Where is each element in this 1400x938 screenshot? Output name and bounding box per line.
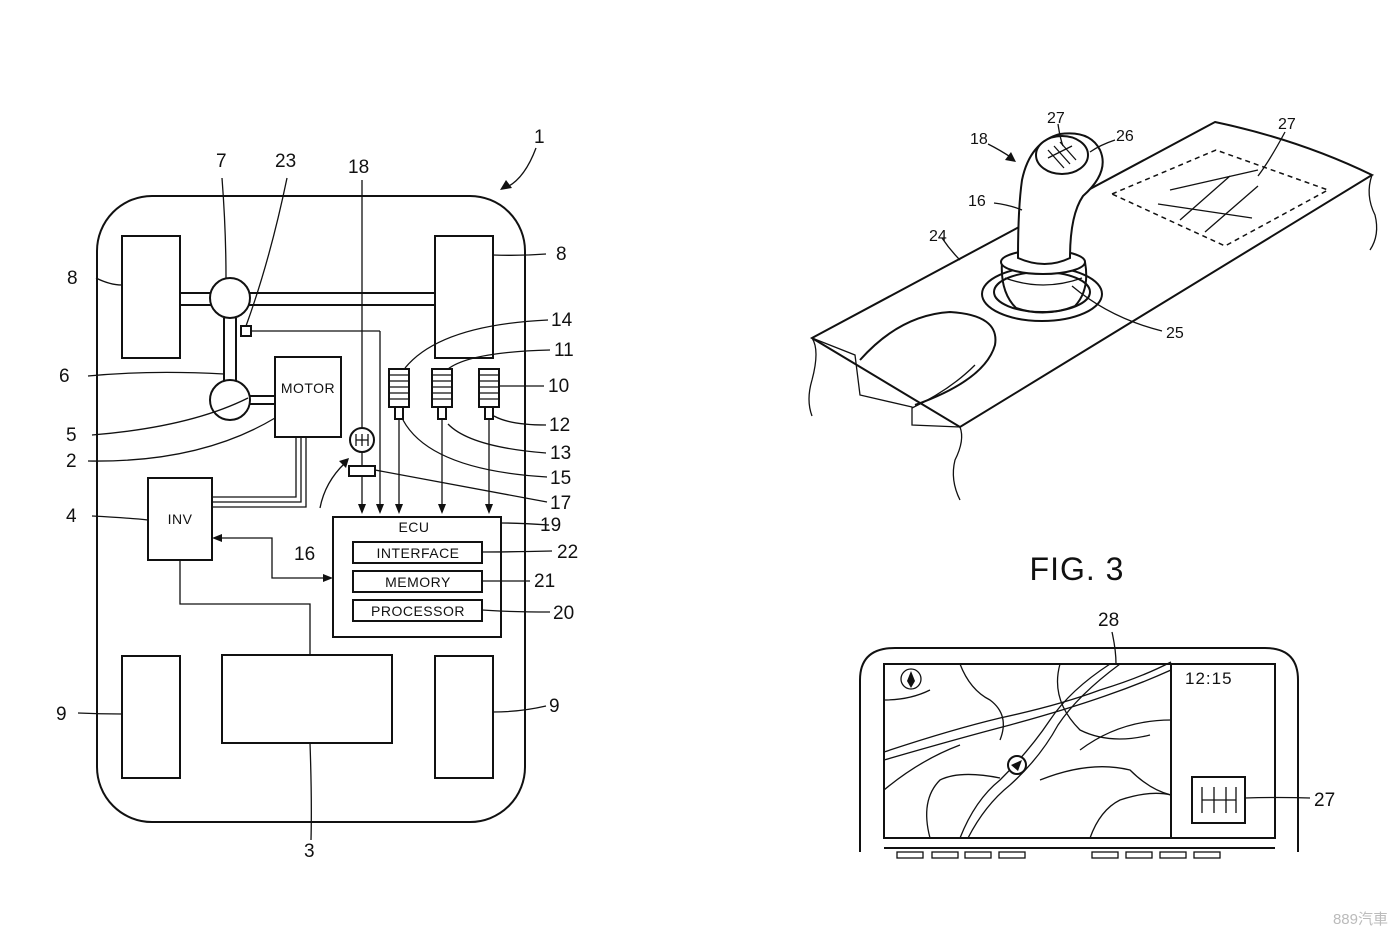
processor-label: PROCESSOR: [371, 603, 465, 619]
ref-4: 4: [66, 506, 77, 527]
soft-key[interactable]: [896, 851, 924, 859]
ref-14: 14: [551, 310, 573, 331]
fig1-ref-27-pattern: 27: [1278, 116, 1296, 133]
soft-key[interactable]: [931, 851, 959, 859]
ref-21: 21: [534, 571, 555, 592]
ref-17: 17: [550, 493, 571, 514]
battery-box: [221, 654, 393, 744]
fig1-ref-26: 26: [1116, 128, 1134, 145]
ref-11: 11: [554, 340, 574, 361]
ref-9-left: 9: [56, 704, 67, 725]
ref-12: 12: [549, 415, 570, 436]
ref-1: 1: [534, 127, 545, 148]
soft-key[interactable]: [1159, 851, 1187, 859]
figure-3-title: FIG. 3: [1030, 551, 1125, 587]
ref-13: 13: [550, 443, 571, 464]
fig1-ref-24: 24: [929, 228, 947, 245]
wheel-front-left: [121, 235, 181, 359]
ref-18: 18: [348, 157, 369, 178]
soft-key[interactable]: [1091, 851, 1119, 859]
pedal-sensor-11: [431, 368, 453, 514]
fig1-ref-16: 16: [968, 193, 986, 210]
site-watermark: 889汽車: [1333, 911, 1388, 928]
projected-shift-pattern-area: [1110, 149, 1330, 247]
vehicle-schematic: MOTOR INV: [56, 127, 578, 862]
fig1-ref-18: 18: [970, 131, 988, 148]
fig3-ref-27: 27: [1314, 790, 1335, 811]
ref-8-right: 8: [556, 244, 567, 265]
ref-16: 16: [294, 544, 315, 565]
motor-label: MOTOR: [281, 380, 335, 396]
display-soft-keys: [896, 851, 1221, 859]
inverter-box: [147, 477, 213, 561]
inverter-label: INV: [168, 511, 193, 527]
interface-label: INTERFACE: [376, 545, 459, 561]
ref-6: 6: [59, 366, 70, 387]
motor-box: [274, 356, 342, 438]
compass-icon[interactable]: [900, 668, 922, 690]
soft-key[interactable]: [998, 851, 1026, 859]
soft-key[interactable]: [1193, 851, 1221, 859]
console-perspective-drawing: 18 27 26 27 16 24 25: [808, 110, 1378, 501]
wheel-rear-left: [121, 655, 181, 779]
ref-9-right: 9: [549, 696, 560, 717]
ref-5: 5: [66, 425, 77, 446]
soft-key[interactable]: [1125, 851, 1153, 859]
pedal-sensor-10: [478, 368, 500, 514]
cup-holder: [859, 310, 997, 406]
rotation-sensor: [240, 325, 252, 337]
ref-22: 22: [557, 542, 578, 563]
ref-8-left: 8: [67, 268, 78, 289]
shift-position-sensor: [348, 465, 376, 477]
ref-7: 7: [216, 151, 227, 172]
display-screen: [883, 663, 1276, 839]
ref-10: 10: [548, 376, 569, 397]
ref-2: 2: [66, 451, 77, 472]
ref-20: 20: [553, 603, 574, 624]
fig1-ref-27-knob: 27: [1047, 110, 1065, 127]
clock-display: 12:15: [1185, 669, 1233, 688]
differential-gear: [209, 277, 251, 319]
memory-label: MEMORY: [385, 574, 451, 590]
ecu-label: ECU: [398, 519, 429, 535]
fig1-ref-25: 25: [1166, 325, 1184, 342]
wheel-rear-right: [434, 655, 494, 779]
display-screen-drawing: 28 12:15: [859, 610, 1335, 859]
ref-19: 19: [540, 515, 561, 536]
wheel-front-right: [434, 235, 494, 359]
console-top-surface: [809, 120, 1375, 429]
display-bezel: [859, 647, 1299, 852]
fig3-ref-28: 28: [1098, 610, 1119, 631]
ref-3: 3: [304, 841, 315, 862]
ref-15: 15: [550, 468, 571, 489]
navigation-map: [883, 661, 1172, 839]
soft-key[interactable]: [964, 851, 992, 859]
ref-23: 23: [275, 151, 296, 172]
pedal-sensor-14: [388, 368, 410, 514]
